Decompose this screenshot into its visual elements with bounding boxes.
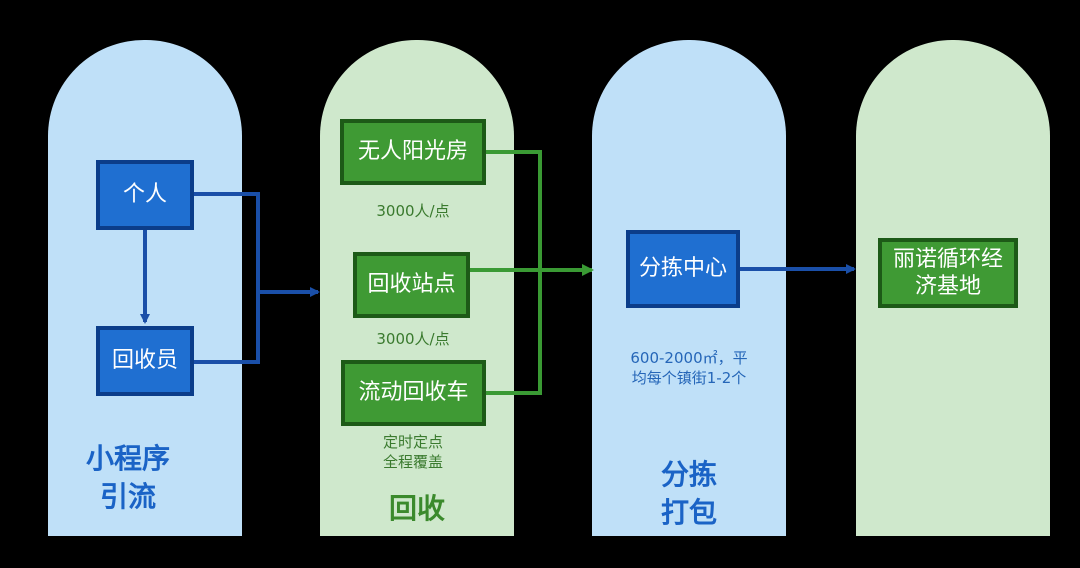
column-title-recycle: 回收 bbox=[388, 492, 445, 525]
title-traffic-line1: 小程序 bbox=[85, 442, 170, 475]
node-collector: 回收员 bbox=[96, 326, 194, 396]
connector-traffic-bracket bbox=[194, 192, 260, 364]
node-recycle-station: 回收站点 bbox=[353, 252, 470, 318]
note-recycle-station: 3000人/点 bbox=[376, 330, 450, 348]
note-mobile-truck: 定时定点 全程覆盖 bbox=[340, 432, 486, 473]
node-individual: 个人 bbox=[96, 160, 194, 230]
note-truck-line2: 全程覆盖 bbox=[382, 453, 443, 472]
column-title-traffic: 小程序 引流 bbox=[48, 440, 208, 516]
connector-recycle-bracket bbox=[486, 150, 542, 395]
node-circular-economy-base: 丽诺循环经 济基地 bbox=[878, 238, 1018, 308]
note-unmanned-sunroom: 3000人/点 bbox=[376, 202, 450, 220]
column-title-sorting: 分拣 打包 bbox=[592, 456, 786, 532]
node-unmanned-sunroom: 无人阳光房 bbox=[340, 119, 486, 185]
node-mobile-recycle-truck: 流动回收车 bbox=[341, 360, 486, 426]
note-sorting-line2: 均每个镇街1-2个 bbox=[631, 369, 747, 388]
title-sorting-line1: 分拣 bbox=[660, 458, 717, 491]
note-sorting-line1: 600-2000㎡，平 bbox=[630, 349, 748, 367]
title-traffic-line2: 引流 bbox=[99, 479, 156, 513]
note-sorting-center: 600-2000㎡，平 均每个镇街1-2个 bbox=[592, 348, 786, 389]
title-sorting-line2: 打包 bbox=[660, 495, 717, 529]
node-base-line1: 丽诺循环经 bbox=[892, 246, 1003, 272]
node-sorting-center: 分拣中心 bbox=[626, 230, 740, 308]
node-base-line2: 济基地 bbox=[914, 274, 981, 299]
note-truck-line1: 定时定点 bbox=[382, 433, 443, 451]
